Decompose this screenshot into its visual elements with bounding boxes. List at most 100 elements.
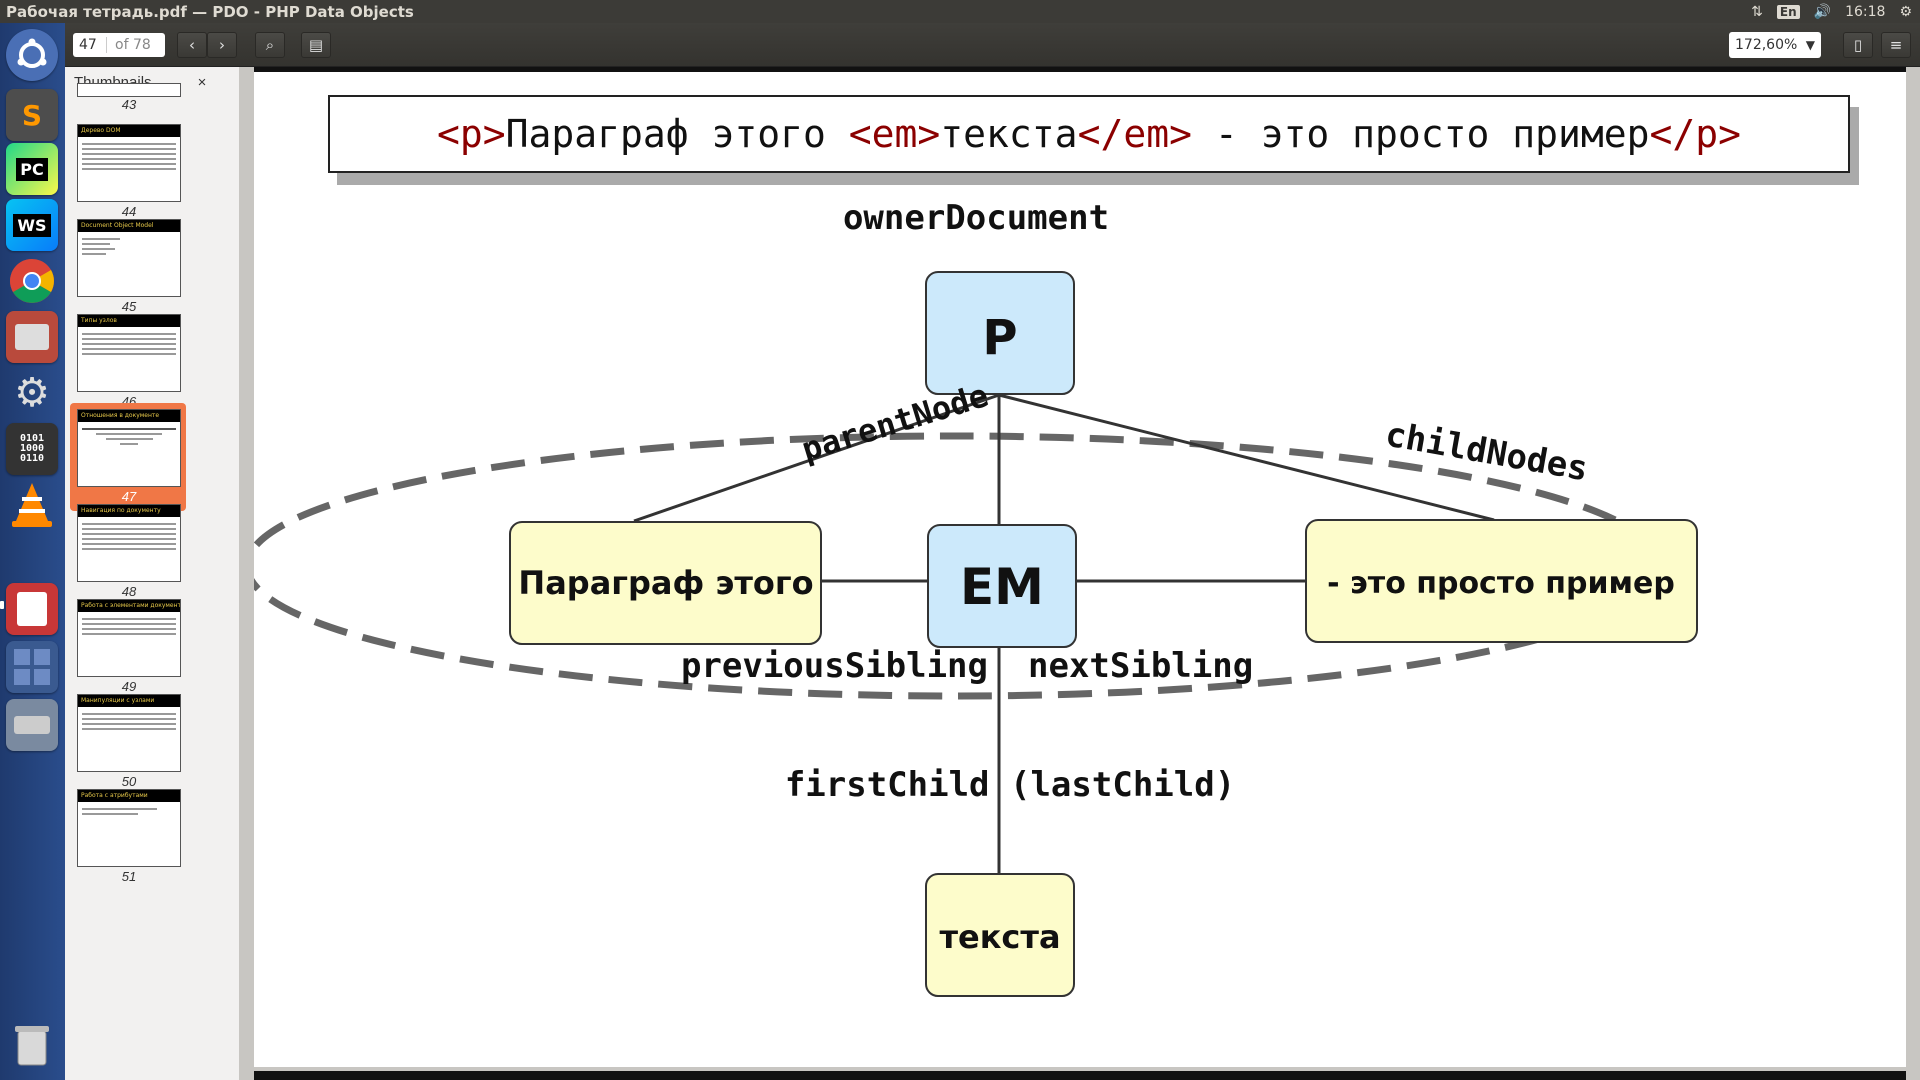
html-code-sample: <p>Параграф этого <em>текста</em> - это … <box>328 95 1850 173</box>
gear-icon[interactable]: ⚙ <box>1899 3 1912 20</box>
volume-icon[interactable]: 🔊 <box>1813 3 1832 20</box>
node-em <box>927 524 1077 648</box>
document-view[interactable]: <p>Параграф этого <em>текста</em> - это … <box>240 67 1920 1080</box>
thumbnail-label: 49 <box>121 679 137 694</box>
page-total: of 78 <box>115 37 151 53</box>
chevron-right-icon: › <box>219 36 225 54</box>
search-button[interactable]: ⌕ <box>255 32 285 58</box>
node-left-text-label: Параграф этого <box>518 564 813 602</box>
first-child-label: firstChild (lastChild) <box>785 765 1235 805</box>
parent-node-label: parentNode <box>797 376 992 469</box>
thumbnail-label: 48 <box>121 584 137 599</box>
code-text: - это просто пример <box>1191 112 1650 156</box>
trash-icon[interactable] <box>6 1019 58 1071</box>
window-title: Рабочая тетрадь.pdf — PDO - PHP Data Obj… <box>6 3 414 21</box>
close-sidebar-button[interactable]: × <box>197 73 207 91</box>
sublime-text-icon[interactable]: S <box>6 89 58 141</box>
code-text: текста <box>940 112 1078 156</box>
thumbnail-label-selected: 47 <box>121 489 137 504</box>
page-selector[interactable]: 47 of 78 <box>73 33 165 57</box>
thumbnail-page[interactable]: Document Object Model <box>77 219 181 297</box>
code-text: Параграф этого <box>505 112 849 156</box>
thumbnail-label: 51 <box>121 869 137 884</box>
page-number-input[interactable]: 47 <box>73 37 107 53</box>
node-child-text <box>925 873 1075 997</box>
thumbnails-sidebar: Thumbnails ⌄ × 43 Дерево DOM 44 Document… <box>65 67 240 1080</box>
thumbnail-label: 44 <box>121 204 137 219</box>
thumbnail-label: 45 <box>121 299 137 314</box>
thumbnail-page[interactable]: Типы узлов <box>77 314 181 392</box>
thumbnail-page[interactable]: Работа с элементами документа <box>77 599 181 677</box>
node-left-text <box>509 521 822 645</box>
system-tray: ⇅ En 🔊 16:18 ⚙ <box>1751 0 1920 23</box>
page-edge-top <box>254 67 1906 72</box>
thumbnail-page[interactable]: Навигация по документу <box>77 504 181 582</box>
previous-sibling-label: previousSibling <box>681 646 988 686</box>
vlc-icon[interactable] <box>6 479 58 531</box>
thumbnail-page-selected[interactable]: Отношения в документе <box>77 409 181 487</box>
connector-line <box>633 393 1000 523</box>
webstorm-icon[interactable]: WS <box>6 199 58 251</box>
clock[interactable]: 16:18 <box>1845 3 1886 20</box>
thumbnail-label: 50 <box>121 774 137 789</box>
chevron-left-icon: ‹ <box>189 36 195 54</box>
viewer-toolbar: 47 of 78 ‹ › ⌕ ▤ 172,60% ▼ ▯ ≡ <box>65 23 1920 67</box>
next-page-button[interactable]: › <box>207 32 237 58</box>
thumbnail-title: Document Object Model <box>78 220 180 232</box>
menu-button[interactable]: ≡ <box>1881 32 1911 58</box>
thumbnail-page[interactable]: Дерево DOM <box>77 124 181 202</box>
thumbnail-page[interactable]: Работа с атрибутами <box>77 789 181 867</box>
node-p-label: P <box>982 310 1017 366</box>
annotations-button[interactable]: ▤ <box>301 32 331 58</box>
code-tag: </em> <box>1077 112 1192 156</box>
node-right-text <box>1305 519 1698 643</box>
chevron-down-icon: ▼ <box>1805 38 1815 52</box>
thumbnail-label: 43 <box>121 97 137 112</box>
ubuntu-icon[interactable] <box>6 29 58 81</box>
dom-relationship-diagram: P EM Параграф этого - это просто пример … <box>254 198 1698 997</box>
zoom-value: 172,60% <box>1735 37 1798 53</box>
thumbnail-page[interactable]: Манипуляции с узлами <box>77 694 181 772</box>
thumbnail-title: Манипуляции с узлами <box>78 695 180 707</box>
chrome-icon[interactable] <box>6 255 58 307</box>
page-view-button[interactable]: ▯ <box>1843 32 1873 58</box>
thumbnail-page[interactable] <box>77 83 181 97</box>
next-sibling-label: nextSibling <box>1028 646 1253 686</box>
zoom-select[interactable]: 172,60% ▼ <box>1729 32 1821 58</box>
search-icon: ⌕ <box>265 36 275 54</box>
drive-icon[interactable] <box>6 699 58 751</box>
system-top-bar: Рабочая тетрадь.pdf — PDO - PHP Data Obj… <box>0 0 1920 23</box>
code-tag: <p> <box>436 112 506 156</box>
thumbnail-title: Дерево DOM <box>78 125 180 137</box>
file-manager-icon[interactable] <box>6 311 58 363</box>
node-right-text-label: - это просто пример <box>1327 566 1675 601</box>
child-nodes-label: childNodes <box>1382 414 1591 489</box>
document-icon: ▯ <box>1853 36 1863 54</box>
workspaces-icon[interactable] <box>6 641 58 693</box>
code-tag: </p> <box>1649 112 1742 156</box>
page-edge-bottom <box>254 1071 1906 1080</box>
thumbnail-title: Навигация по документу <box>78 505 180 517</box>
node-em-label: EM <box>960 558 1044 616</box>
node-p <box>925 271 1075 395</box>
hamburger-icon: ≡ <box>1889 36 1903 54</box>
previous-page-button[interactable]: ‹ <box>177 32 207 58</box>
connector-line <box>998 393 1495 522</box>
system-settings-icon[interactable]: ⚙ <box>14 370 50 416</box>
pycharm-icon[interactable]: PC <box>6 143 58 195</box>
pdf-page: <p>Параграф этого <em>текста</em> - это … <box>254 67 1906 1067</box>
thumbnail-title: Отношения в документе <box>78 410 180 422</box>
thumbnail-title: Работа с элементами документа <box>78 600 180 612</box>
thumbnail-title: Работа с атрибутами <box>78 790 180 802</box>
chevron-down-icon[interactable]: ⌄ <box>165 75 176 89</box>
code-tag: <em> <box>848 112 941 156</box>
keyboard-layout-indicator[interactable]: En <box>1776 4 1800 19</box>
active-app-indicator <box>0 601 4 609</box>
network-icon[interactable]: ⇅ <box>1751 3 1763 20</box>
node-child-text-label: текста <box>939 918 1060 956</box>
thumbnail-title: Типы узлов <box>78 315 180 327</box>
owner-document-label: ownerDocument <box>843 198 1109 238</box>
document-viewer-icon[interactable] <box>6 583 58 635</box>
